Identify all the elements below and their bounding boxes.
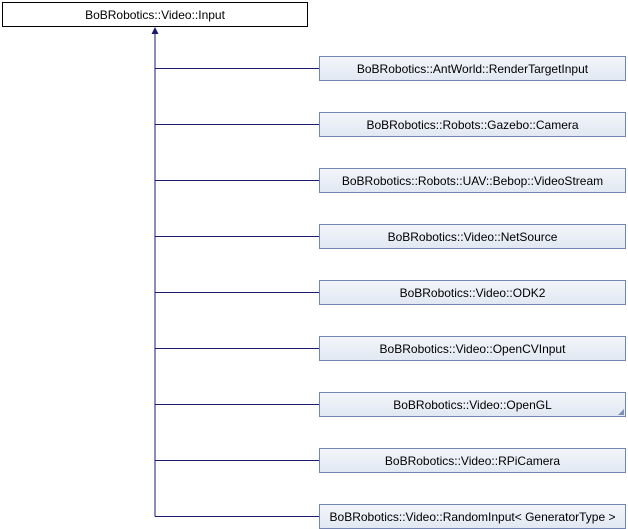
derived-class-label: BoBRobotics::Video::OpenCVInput <box>379 341 566 356</box>
derived-class-node[interactable]: BoBRobotics::Video::OpenCVInput <box>319 336 626 361</box>
derived-class-label: BoBRobotics::Video::RPiCamera <box>384 453 561 468</box>
derived-class-label: BoBRobotics::Video::RandomInput< Generat… <box>329 509 616 524</box>
inheritance-arrowhead <box>151 27 159 34</box>
derived-class-node[interactable]: BoBRobotics::Video::NetSource <box>319 224 626 249</box>
base-class-node[interactable]: BoBRobotics::Video::Input <box>2 2 308 27</box>
derived-class-node[interactable]: BoBRobotics::Video::RandomInput< Generat… <box>319 504 626 529</box>
derived-class-label: BoBRobotics::Video::OpenGL <box>393 397 552 412</box>
base-class-label: BoBRobotics::Video::Input <box>85 7 225 22</box>
derived-class-node[interactable]: BoBRobotics::AntWorld::RenderTargetInput <box>319 56 626 81</box>
derived-class-node[interactable]: BoBRobotics::Video::OpenGL <box>319 392 626 417</box>
derived-class-label: BoBRobotics::Robots::UAV::Bebop::VideoSt… <box>341 173 604 188</box>
derived-class-label: BoBRobotics::Video::ODK2 <box>399 285 546 300</box>
derived-class-node[interactable]: BoBRobotics::Video::RPiCamera <box>319 448 626 473</box>
collapsed-indicator-icon <box>618 409 624 415</box>
derived-class-node[interactable]: BoBRobotics::Robots::Gazebo::Camera <box>319 112 626 137</box>
derived-class-label: BoBRobotics::Video::NetSource <box>387 229 558 244</box>
derived-class-node[interactable]: BoBRobotics::Video::ODK2 <box>319 280 626 305</box>
derived-class-label: BoBRobotics::Robots::Gazebo::Camera <box>366 117 579 132</box>
derived-class-label: BoBRobotics::AntWorld::RenderTargetInput <box>356 61 589 76</box>
derived-class-node[interactable]: BoBRobotics::Robots::UAV::Bebop::VideoSt… <box>319 168 626 193</box>
